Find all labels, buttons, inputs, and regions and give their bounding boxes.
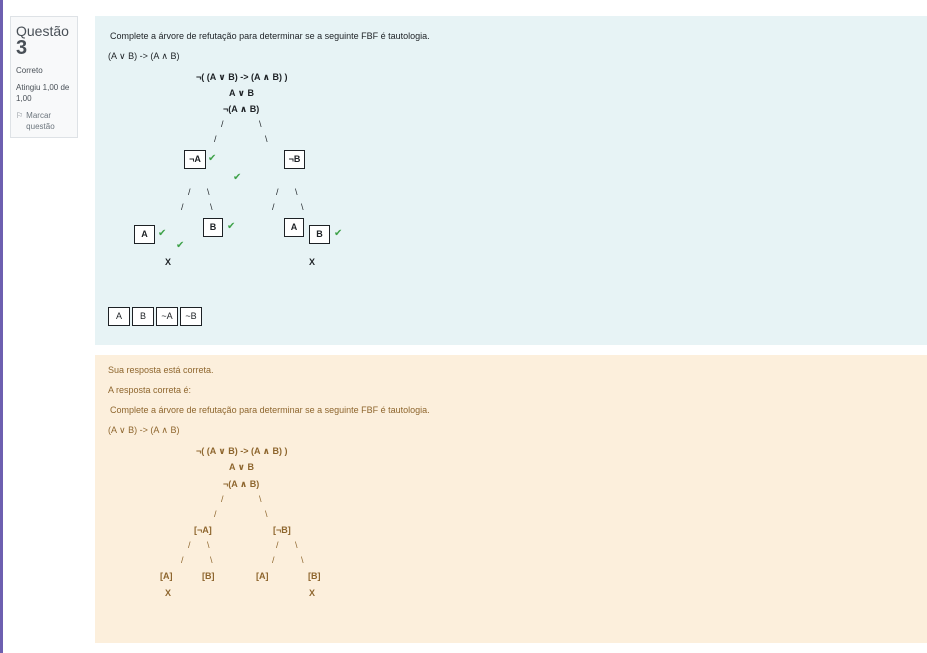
left-accent-bar	[0, 0, 3, 653]
question-formula: (A ∨ B) -> (A ∧ B)	[108, 51, 180, 61]
correct-check-icon: ✔	[158, 228, 167, 239]
feedback-branch-backslash: \	[301, 555, 304, 565]
branch-backslash: \	[301, 202, 304, 212]
correct-check-icon: ✔	[233, 172, 242, 183]
drag-item-not-b[interactable]: ~B	[180, 307, 202, 326]
flag-question-link[interactable]: ⚐ Marcar questão	[16, 110, 72, 132]
branch-slash: /	[188, 187, 191, 197]
drop-zone-b-right[interactable]: B	[309, 225, 330, 244]
feedback-branch-backslash: \	[207, 540, 210, 550]
closed-branch-mark: X	[165, 257, 172, 267]
question-info: Questão 3 Correto Atingiu 1,00 de 1,00 ⚐…	[10, 16, 78, 138]
drag-item-b[interactable]: B	[132, 307, 154, 326]
feedback-leaf-b: [B]	[308, 571, 321, 581]
feedback-node-not-b: [¬B]	[273, 525, 291, 535]
feedback-leaf-a: [A]	[160, 571, 173, 581]
feedback-branch-slash: /	[181, 555, 184, 565]
correct-check-icon: ✔	[176, 240, 185, 251]
question-state: Correto	[16, 66, 43, 75]
drop-zone-not-b[interactable]: ¬B	[284, 150, 305, 169]
branch-backslash: \	[295, 187, 298, 197]
branch-slash: /	[181, 202, 184, 212]
feedback-branch-slash: /	[221, 494, 224, 504]
feedback-closed-branch-mark: X	[165, 588, 172, 598]
tree-root: ¬( (A ∨ B) -> (A ∧ B) )	[196, 72, 288, 82]
tree-line-2: A ∨ B	[229, 88, 254, 98]
feedback-branch-slash: /	[214, 509, 217, 519]
feedback-correct-label: A resposta correta é:	[108, 385, 192, 395]
branch-slash: /	[214, 134, 217, 144]
branch-backslash: \	[265, 134, 268, 144]
branch-slash: /	[276, 187, 279, 197]
feedback-node-not-a: [¬A]	[194, 525, 212, 535]
tree-line-3: ¬(A ∧ B)	[223, 104, 260, 114]
feedback-branch-backslash: \	[295, 540, 298, 550]
feedback-closed-branch-mark: X	[309, 588, 316, 598]
drop-zone-a-left[interactable]: A	[134, 225, 155, 244]
feedback-tree-root: ¬( (A ∨ B) -> (A ∧ B) )	[196, 446, 288, 456]
feedback-branch-slash: /	[188, 540, 191, 550]
feedback-status: Sua resposta está correta.	[108, 365, 214, 375]
drop-zone-not-a[interactable]: ¬A	[184, 150, 206, 169]
closed-branch-mark: X	[309, 257, 316, 267]
question-panel: Complete a árvore de refutação para dete…	[95, 16, 927, 345]
drag-item-a[interactable]: A	[108, 307, 130, 326]
question-instruction: Complete a árvore de refutação para dete…	[110, 31, 430, 41]
drag-item-not-a[interactable]: ~A	[156, 307, 178, 326]
branch-slash: /	[272, 202, 275, 212]
feedback-leaf-b: [B]	[202, 571, 215, 581]
feedback-tree-line-2: A ∨ B	[229, 462, 254, 472]
feedback-branch-backslash: \	[265, 509, 268, 519]
drop-zone-b-left[interactable]: B	[203, 218, 223, 237]
feedback-tree-line-3: ¬(A ∧ B)	[223, 479, 260, 489]
correct-check-icon: ✔	[334, 228, 343, 239]
correct-check-icon: ✔	[227, 221, 236, 232]
feedback-branch-backslash: \	[210, 555, 213, 565]
feedback-formula: (A ∨ B) -> (A ∧ B)	[108, 425, 180, 435]
flag-question-label[interactable]: Marcar questão	[26, 111, 55, 131]
branch-slash: /	[221, 119, 224, 129]
question-grade: Atingiu 1,00 de 1,00	[16, 83, 70, 103]
branch-backslash: \	[207, 187, 210, 197]
question-word: Questão	[16, 23, 69, 39]
feedback-branch-slash: /	[272, 555, 275, 565]
correct-check-icon: ✔	[208, 153, 217, 164]
branch-backslash: \	[210, 202, 213, 212]
drop-zone-a-right[interactable]: A	[284, 218, 304, 237]
feedback-branch-backslash: \	[259, 494, 262, 504]
feedback-leaf-a: [A]	[256, 571, 269, 581]
question-number: 3	[16, 37, 28, 59]
feedback-branch-slash: /	[276, 540, 279, 550]
feedback-instruction: Complete a árvore de refutação para dete…	[110, 405, 430, 415]
feedback-panel: Sua resposta está correta. A resposta co…	[95, 355, 927, 643]
flag-icon: ⚐	[16, 111, 24, 120]
branch-backslash: \	[259, 119, 262, 129]
